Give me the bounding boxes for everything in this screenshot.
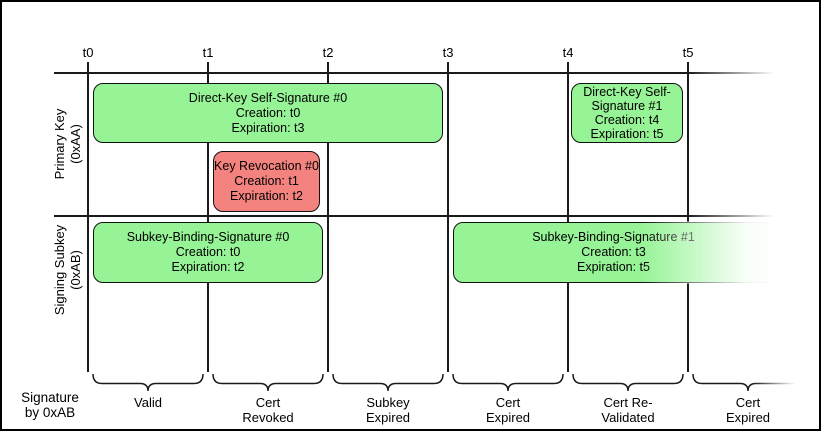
bottom-axis-label: Signature by 0xAB: [10, 390, 90, 420]
phase-brace-cert-revalidated: [572, 374, 684, 392]
row-label-primary-key: Primary Key (0xAA): [52, 89, 86, 199]
tick-label-t1: t1: [202, 45, 214, 60]
phase-brace-cert-expired-2: [692, 374, 802, 392]
signing-subkey-axis-line: [54, 215, 774, 217]
box-expiration: Expiration: t2: [171, 260, 245, 274]
phase-brace-cert-expired-1: [452, 374, 564, 392]
phase-label-cert-expired-2: Cert Expired: [725, 395, 771, 425]
gridline-t5: [687, 62, 689, 372]
phase-label-subkey-expired: Subkey Expired: [365, 395, 411, 425]
row-label-signing-subkey-name: Signing Subkey: [52, 224, 67, 316]
box-subkey-binding-signature-1: Subkey-Binding-Signature #1 Creation: t3…: [453, 221, 775, 284]
box-direct-key-self-signature-0: Direct-Key Self-Signature #0 Creation: t…: [93, 83, 443, 143]
primary-key-axis-line: [54, 72, 774, 74]
row-label-primary-key-id: (0xAA): [68, 124, 83, 164]
gridline-t0: [87, 62, 89, 372]
box-direct-key-self-signature-1: Direct-Key Self-Signature #1 Creation: t…: [571, 83, 683, 143]
phase-brace-cert-revoked: [212, 374, 324, 392]
box-creation: Creation: t3: [581, 245, 646, 259]
box-title: Subkey-Binding-Signature #0: [126, 230, 290, 244]
tick-label-t4: t4: [562, 45, 574, 60]
box-expiration: Expiration: t5: [577, 260, 650, 274]
box-expiration: Expiration: t3: [231, 120, 305, 135]
box-expiration: Expiration: t2: [230, 189, 303, 203]
bottom-axis-label-line2: by 0xAB: [24, 405, 76, 420]
tick-label-t0: t0: [82, 45, 94, 60]
box-title: Direct-Key Self-Signature #1: [583, 85, 671, 113]
row-label-signing-subkey-id: (0xAB): [68, 250, 83, 290]
fade-out-overlay: [641, 221, 775, 284]
row-label-primary-key-name: Primary Key: [52, 108, 67, 180]
gridline-t4: [567, 62, 569, 372]
tick-label-t3: t3: [442, 45, 454, 60]
gridline-t2: [327, 62, 329, 372]
box-creation: Creation: t1: [234, 174, 299, 188]
phase-brace-subkey-expired: [332, 374, 444, 392]
box-expiration: Expiration: t5: [590, 127, 664, 141]
gridline-t3: [447, 62, 449, 372]
row-label-signing-subkey: Signing Subkey (0xAB): [52, 215, 86, 325]
phase-label-cert-revalidated: Cert Re-Validated: [601, 395, 655, 425]
phase-brace-valid: [92, 374, 204, 392]
phase-label-valid: Valid: [134, 395, 162, 410]
gridline-t1: [207, 62, 209, 372]
phase-label-cert-revoked: Cert Revoked: [242, 395, 294, 425]
box-subkey-binding-signature-0: Subkey-Binding-Signature #0 Creation: t0…: [93, 222, 323, 283]
tick-label-t5: t5: [682, 45, 694, 60]
tick-label-t2: t2: [322, 45, 334, 60]
box-key-revocation-0: Key Revocation #0 Creation: t1 Expiratio…: [213, 151, 320, 212]
box-creation: Creation: t0: [175, 245, 241, 259]
phase-label-cert-expired-1: Cert Expired: [485, 395, 531, 425]
box-creation: Creation: t0: [235, 105, 301, 120]
bottom-axis-label-line1: Signature: [21, 390, 79, 405]
box-creation: Creation: t4: [594, 113, 660, 127]
box-title: Key Revocation #0: [214, 159, 319, 173]
box-title: Direct-Key Self-Signature #0: [188, 90, 348, 105]
